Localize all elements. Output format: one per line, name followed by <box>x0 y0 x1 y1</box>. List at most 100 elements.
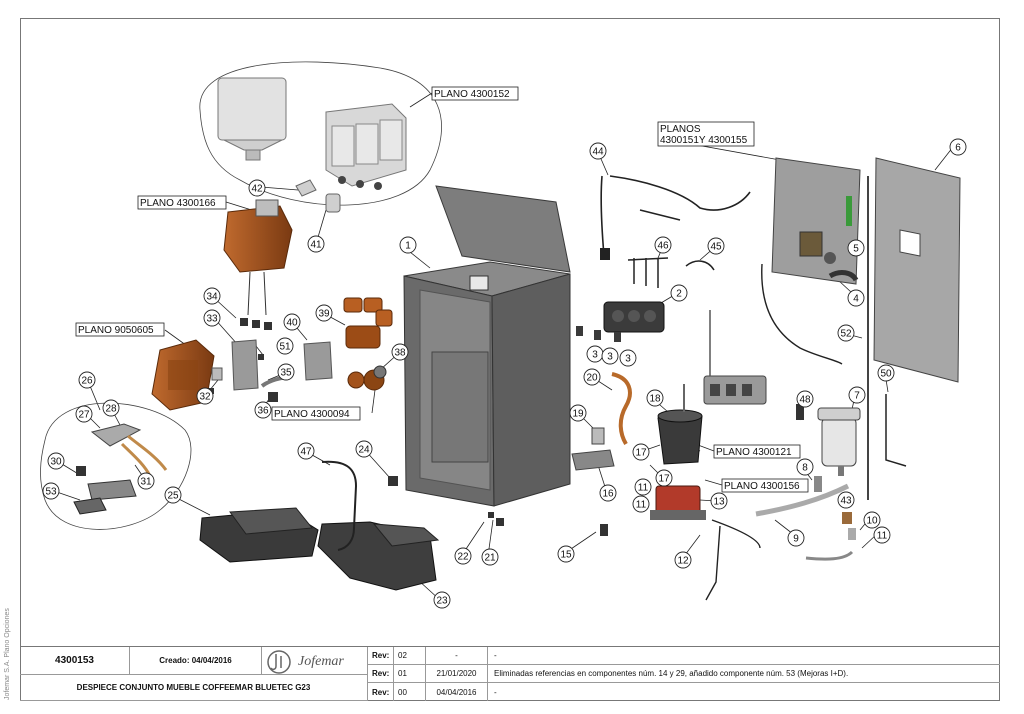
callout-17b: 17 <box>655 469 673 487</box>
callout-circle <box>674 551 692 569</box>
hopper-group-outline <box>199 61 442 206</box>
callout-number: 45 <box>710 242 722 253</box>
rev-label-1: Rev: <box>368 665 394 683</box>
plano-4300121-label: PLANO 4300121 <box>716 447 792 458</box>
waste-container-23 <box>317 521 440 591</box>
callout-8: 8 <box>796 458 814 476</box>
callout-number: 5 <box>853 244 859 255</box>
side-panel-6 <box>873 157 961 383</box>
wiring-harness-board <box>761 263 843 365</box>
callout-circle <box>454 547 472 565</box>
callout-10: 10 <box>863 511 881 529</box>
callout-circle <box>433 591 451 609</box>
callout-number: 19 <box>572 409 584 420</box>
callout-number: 50 <box>880 369 892 380</box>
callout-16: 16 <box>599 484 617 502</box>
callout-circle <box>78 371 96 389</box>
valve-block-2 <box>603 301 665 333</box>
rev-desc-2: - <box>494 687 497 697</box>
mixing-cups-copper <box>343 297 393 391</box>
callout-23: 23 <box>433 591 451 609</box>
callout-number: 11 <box>638 483 649 494</box>
plano-9050605-label: PLANO 9050605 <box>78 325 154 336</box>
callout-11b: 11 <box>632 495 650 513</box>
planos-label-line2: 4300151Y 4300155 <box>660 135 748 146</box>
callout-36: 36 <box>254 401 272 419</box>
callout-number: 17 <box>658 474 670 485</box>
created-date: Creado: 04/04/2016 <box>130 647 262 675</box>
callout-number: 38 <box>394 348 406 359</box>
fitting-43 <box>842 512 852 524</box>
valve-assembly-4300121 <box>703 310 767 405</box>
hose-9 <box>755 483 850 517</box>
callout-circle <box>315 304 333 322</box>
callout-17a: 17 <box>632 443 650 461</box>
boiler-18 <box>657 384 703 465</box>
callout-number: 51 <box>279 342 291 353</box>
callout-circle <box>873 526 891 544</box>
callout-3b: 3 <box>601 347 619 365</box>
callout-number: 24 <box>358 445 370 456</box>
callout-circle <box>481 548 499 566</box>
callout-circle <box>196 387 214 405</box>
callout-circle <box>710 492 728 510</box>
water-tank-7 <box>817 407 861 476</box>
hopper-single <box>217 77 287 161</box>
callout-circle <box>632 495 650 513</box>
callout-circle <box>557 545 575 563</box>
callout-number: 18 <box>649 394 661 405</box>
rev-date-1: 21/01/2020 <box>426 665 488 683</box>
callout-circle <box>949 138 967 156</box>
callout-circle <box>837 491 855 509</box>
callout-number: 25 <box>167 491 179 502</box>
handle-4 <box>828 270 859 282</box>
callout-53: 53 <box>42 482 60 500</box>
callout-9: 9 <box>787 529 805 547</box>
callout-number: 28 <box>105 404 117 415</box>
callout-circle <box>847 289 865 307</box>
rev-date-2: 04/04/2016 <box>426 683 488 701</box>
callout-20: 20 <box>583 368 601 386</box>
valve-19 <box>591 427 605 445</box>
sheet-border <box>20 18 1000 701</box>
callout-circle <box>601 347 619 365</box>
fitting-8 <box>814 476 822 492</box>
callout-number: 32 <box>199 392 211 403</box>
callout-circle <box>391 343 409 361</box>
logo-cell: Jofemar <box>262 647 368 675</box>
rod-50 <box>885 394 907 467</box>
callout-21: 21 <box>481 548 499 566</box>
rev-label-2: Rev: <box>368 683 394 701</box>
callout-26: 26 <box>78 371 96 389</box>
callout-number: 31 <box>140 477 152 488</box>
callout-number: 46 <box>657 241 669 252</box>
main-cabinet <box>403 185 571 507</box>
callout-19: 19 <box>569 404 587 422</box>
rev-date-0: - <box>426 647 488 665</box>
bracket-16 <box>571 449 615 471</box>
callout-circle <box>654 236 672 254</box>
callout-circle <box>877 364 895 382</box>
callout-number: 15 <box>560 550 572 561</box>
callout-35: 35 <box>277 363 295 381</box>
callout-circle <box>599 484 617 502</box>
callout-41: 41 <box>307 235 325 253</box>
callout-circle <box>863 511 881 529</box>
callout-6: 6 <box>949 138 967 156</box>
callout-30: 30 <box>47 452 65 470</box>
callout-number: 23 <box>436 596 448 607</box>
plano-4300166-label: PLANO 4300166 <box>140 198 216 209</box>
accessory-parts <box>73 423 168 515</box>
callout-number: 17 <box>635 448 647 459</box>
callout-number: 36 <box>257 406 269 417</box>
callout-number: 7 <box>854 391 860 402</box>
callout-40: 40 <box>283 313 301 331</box>
rev-number-0: 02 <box>394 647 426 665</box>
fitting-10 <box>848 528 856 540</box>
callout-number: 52 <box>840 329 852 340</box>
callout-15: 15 <box>557 545 575 563</box>
callout-number: 41 <box>310 240 322 251</box>
callout-number: 11 <box>877 531 888 542</box>
